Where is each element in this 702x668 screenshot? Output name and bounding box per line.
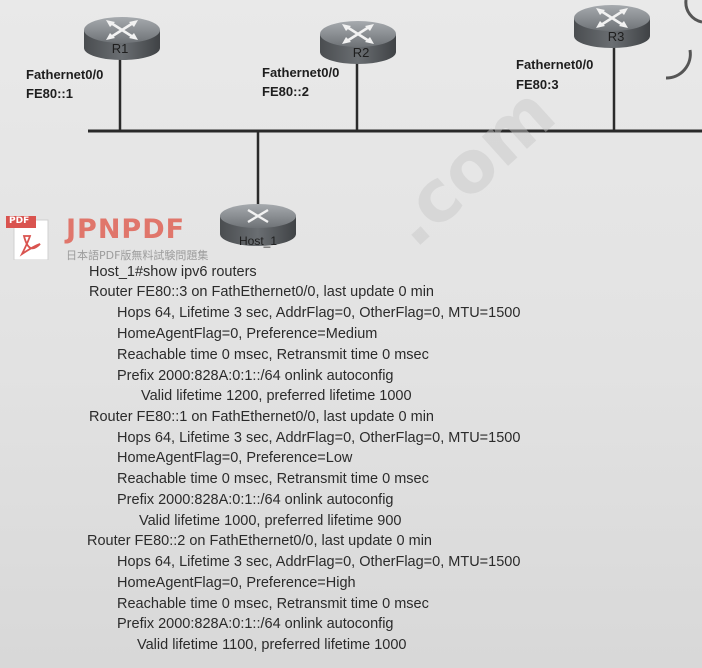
pdf-badge-text: PDF bbox=[9, 216, 30, 226]
output-line: Router FE80::2 on FathEthernet0/0, last … bbox=[87, 533, 432, 549]
host-1-icon bbox=[220, 204, 296, 246]
watermark-subtitle: 日本語PDF版無料試験問題集 bbox=[66, 249, 209, 262]
output-line: Host_1#show ipv6 routers bbox=[89, 264, 257, 280]
output-line: Prefix 2000:828A:0:1::/64 onlink autocon… bbox=[117, 368, 394, 384]
pdf-file-icon bbox=[6, 216, 49, 260]
r1-interface-label: Fathernet0/0 bbox=[26, 67, 104, 82]
r2-interface-label: Fathernet0/0 bbox=[262, 65, 340, 80]
output-line: Prefix 2000:828A:0:1::/64 onlink autocon… bbox=[117, 616, 394, 632]
side-arc-decoration bbox=[665, 49, 692, 80]
router-r2-label: R2 bbox=[353, 45, 370, 60]
output-line: Reachable time 0 msec, Retransmit time 0… bbox=[117, 596, 429, 612]
output-line: Valid lifetime 1100, preferred lifetime … bbox=[137, 637, 407, 653]
output-line: Hops 64, Lifetime 3 sec, AddrFlag=0, Oth… bbox=[117, 554, 521, 570]
output-line: HomeAgentFlag=0, Preference=Low bbox=[117, 450, 353, 466]
router-r2-icon bbox=[320, 21, 396, 64]
r3-interface-label: Fathernet0/0 bbox=[516, 57, 594, 72]
watermark-brand: JPNPDF bbox=[66, 214, 186, 245]
output-line: Router FE80::1 on FathEthernet0/0, last … bbox=[89, 409, 434, 425]
router-r3-label: R3 bbox=[608, 29, 625, 44]
r3-address-label: FE80:3 bbox=[516, 77, 559, 92]
output-line: HomeAgentFlag=0, Preference=Medium bbox=[117, 326, 378, 342]
network-diagram: R1 R2 R3 Host_1 Fathernet0/0 FE80::1 Fat… bbox=[0, 0, 702, 260]
router-r1-label: R1 bbox=[112, 41, 129, 56]
output-line: Reachable time 0 msec, Retransmit time 0… bbox=[117, 471, 429, 487]
router-r1-icon bbox=[84, 17, 160, 60]
corner-arc-decoration bbox=[684, 0, 702, 24]
output-line: Reachable time 0 msec, Retransmit time 0… bbox=[117, 347, 429, 363]
output-line: Valid lifetime 1000, preferred lifetime … bbox=[139, 513, 402, 529]
output-line: Hops 64, Lifetime 3 sec, AddrFlag=0, Oth… bbox=[117, 305, 521, 321]
output-line: Valid lifetime 1200, preferred lifetime … bbox=[141, 388, 412, 404]
router-r3-icon bbox=[574, 5, 650, 48]
r1-address-label: FE80::1 bbox=[26, 86, 73, 101]
topology-svg: R1 R2 R3 Host_1 bbox=[84, 0, 702, 248]
output-line: Router FE80::3 on FathEthernet0/0, last … bbox=[89, 284, 434, 300]
output-line: HomeAgentFlag=0, Preference=High bbox=[117, 575, 356, 591]
output-line: Hops 64, Lifetime 3 sec, AddrFlag=0, Oth… bbox=[117, 430, 521, 446]
r2-address-label: FE80::2 bbox=[262, 84, 309, 99]
output-line: Prefix 2000:828A:0:1::/64 onlink autocon… bbox=[117, 492, 394, 508]
jpnpdf-watermark: PDF JPNPDF 日本語PDF版無料試験問題集 bbox=[6, 214, 256, 266]
host-1-label: Host_1 bbox=[239, 234, 277, 248]
